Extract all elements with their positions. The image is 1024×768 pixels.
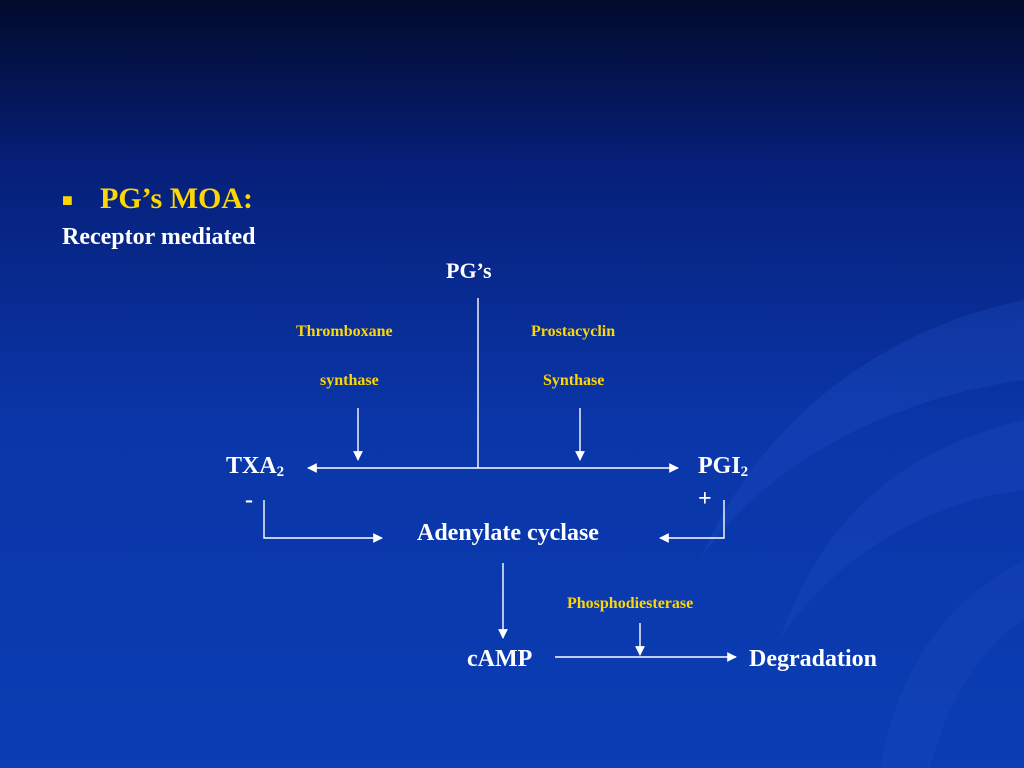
pgi-label: PGI — [698, 453, 741, 479]
txa-subscript: 2 — [276, 464, 285, 480]
enzyme-phosphodiesterase-label: Phosphodiesterase — [567, 595, 694, 612]
pgi-sign: + — [698, 486, 712, 512]
bullet-marker: ■ — [62, 190, 73, 210]
node-pgi2: PGI2 — [698, 454, 748, 480]
node-camp: cAMP — [467, 646, 533, 672]
node-adenylate-cyclase: Adenylate cyclase — [417, 520, 599, 546]
pgi-to-adenylate-arrow — [659, 500, 725, 543]
txa-sign: - — [245, 487, 253, 513]
slide-heading: PG’s MOA: — [100, 182, 254, 215]
node-degradation: Degradation — [749, 646, 877, 672]
enzyme-synthase-right-label: Synthase — [543, 372, 605, 389]
enzyme-prostacyclin-label: Prostacyclin — [531, 323, 616, 340]
enzyme-synthase-left-label: synthase — [320, 372, 379, 389]
node-pgs: PG’s — [446, 258, 492, 283]
node-txa2: TXA2 — [226, 454, 284, 480]
txa-label: TXA — [226, 453, 277, 479]
txa-to-adenylate-arrow — [263, 500, 383, 543]
pgi-subscript: 2 — [740, 464, 749, 480]
enzyme-thromboxane-label: Thromboxane — [296, 323, 393, 340]
slide-subheading: Receptor mediated — [62, 224, 256, 250]
